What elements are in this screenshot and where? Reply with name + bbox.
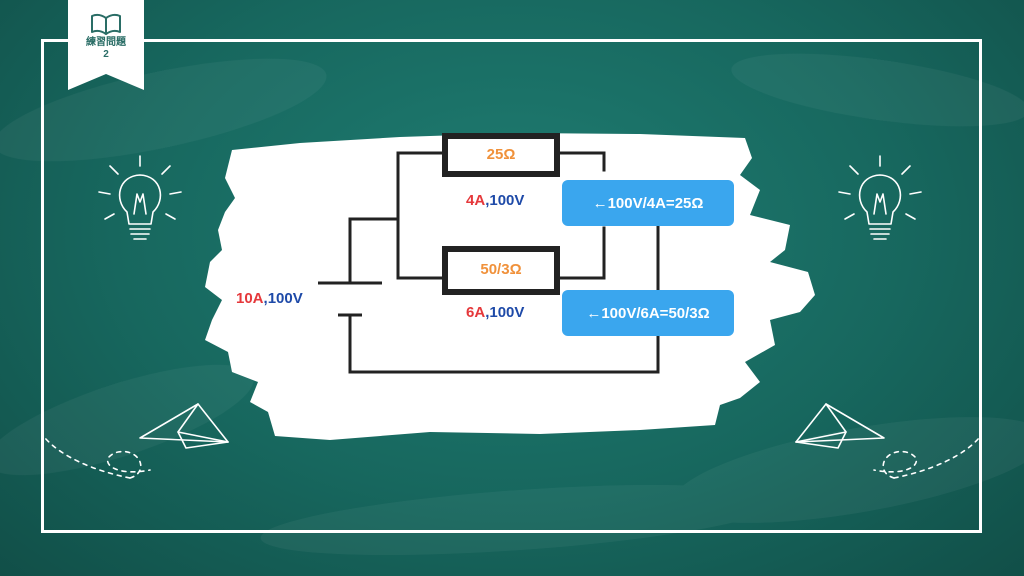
branch-top-reading: 4A,100V — [466, 192, 524, 209]
wire-top-branch — [396, 151, 445, 280]
open-book-icon — [91, 13, 121, 35]
battery-symbol — [318, 281, 382, 317]
total-separator: , — [263, 290, 268, 307]
badge-title: 練習問題 — [86, 37, 126, 48]
branch-bottom-calculation: ←100V/6A=50/3Ω — [562, 290, 734, 336]
slide-frame — [41, 39, 982, 533]
wire-battery-top — [348, 217, 400, 285]
exercise-badge — [68, 0, 144, 90]
branch-top-current: 4A — [466, 192, 486, 209]
resistor-bottom-label: 50/3Ω — [480, 261, 522, 278]
wire-top-right — [558, 151, 606, 172]
branch-bottom-reading: 6A,100V — [466, 304, 524, 321]
resistor-bottom — [442, 246, 560, 295]
branch-top-voltage: 100V — [489, 192, 525, 209]
badge-number: 2 — [103, 49, 109, 60]
lightbulb-icon — [98, 155, 182, 240]
wire-bottom-right — [558, 226, 606, 280]
total-current: 10A — [236, 290, 264, 307]
resistor-top-label: 25Ω — [486, 146, 516, 163]
resistor-top — [442, 133, 560, 177]
branch-bottom-separator: , — [485, 304, 490, 321]
paper-plane-icon — [795, 403, 980, 479]
branch-top-separator: , — [485, 192, 490, 209]
lightbulb-icon — [838, 155, 922, 240]
branch-bottom-voltage: 100V — [489, 304, 525, 321]
branch-bottom-current: 6A — [466, 304, 486, 321]
branch-top-calculation: ←100V/4A=25Ω — [562, 180, 734, 226]
paper-plane-icon — [44, 403, 229, 479]
badge-label: 練習問題 2 — [68, 37, 144, 61]
total-reading: 10A,100V — [236, 290, 303, 307]
total-voltage: 100V — [267, 290, 303, 307]
